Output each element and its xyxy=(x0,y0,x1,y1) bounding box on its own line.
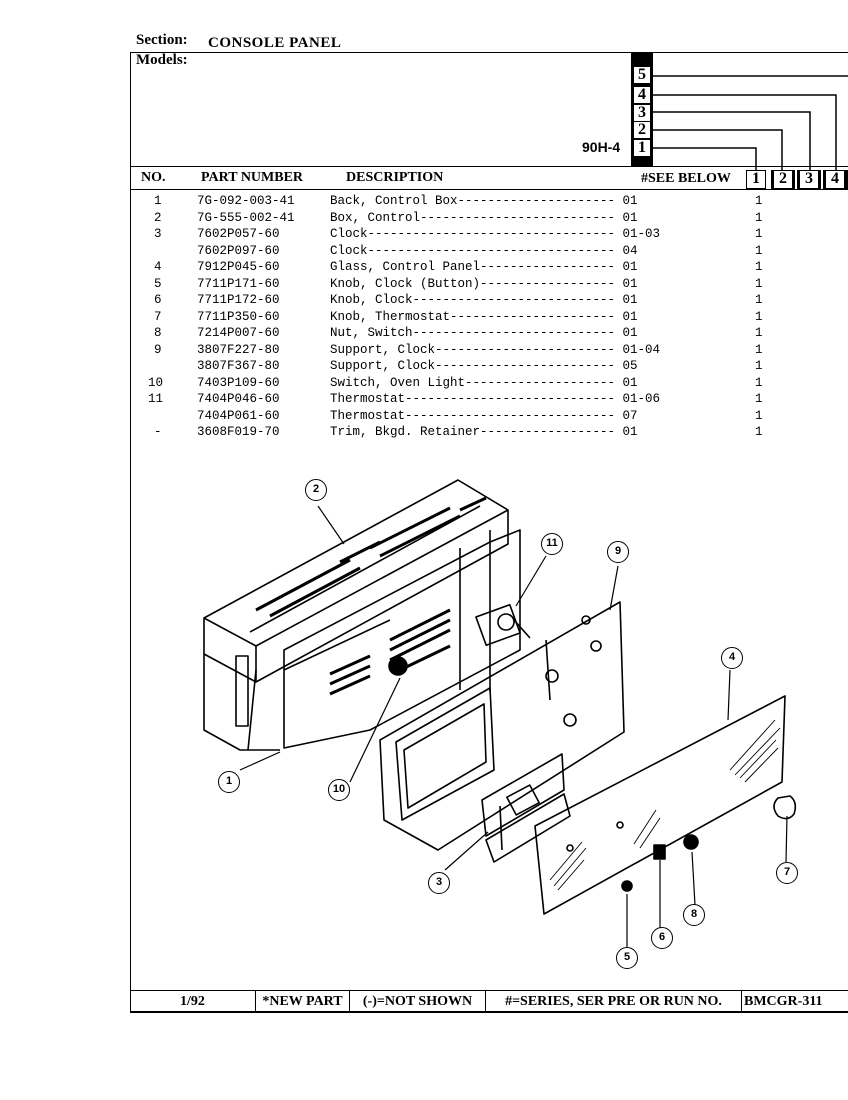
series-box-5: 5 xyxy=(633,66,651,84)
series-box-2: 2 xyxy=(633,121,651,139)
series-box-1: 1 xyxy=(633,139,651,157)
series-box-4: 4 xyxy=(633,86,651,104)
front-frame-drawing xyxy=(379,601,625,851)
exploded-view-diagram xyxy=(203,479,797,950)
callout-2: 2 xyxy=(305,479,327,501)
header-top-rule xyxy=(130,166,848,167)
col-series-1: 1 xyxy=(746,170,766,189)
footer-bottom-rule xyxy=(130,1012,848,1013)
callout-8: 8 xyxy=(683,904,705,926)
col-series-2: 2 xyxy=(773,170,793,189)
back-control-box-drawing xyxy=(283,529,521,749)
knob-clock-drawing xyxy=(653,844,666,860)
footer-divider xyxy=(741,990,742,1012)
footer-not-shown: (-)=NOT SHOWN xyxy=(362,994,473,1009)
series-leader-lines xyxy=(652,75,848,170)
footer-divider xyxy=(485,990,486,1012)
section-label: Section: xyxy=(136,32,188,48)
col-see-below: #SEE BELOW xyxy=(641,171,731,186)
nut-switch-drawing xyxy=(683,834,699,850)
col-no: NO. xyxy=(141,170,166,185)
footer-doc-code: BMCGR-311 xyxy=(744,994,823,1009)
callout-9: 9 xyxy=(607,541,629,563)
section-title: CONSOLE PANEL xyxy=(208,35,342,51)
callout-6: 6 xyxy=(651,927,673,949)
col-series-4: 4 xyxy=(825,170,845,189)
col-series-3: 3 xyxy=(799,170,819,189)
thermostat-drawing xyxy=(475,603,531,647)
footer-new-part: *NEW PART xyxy=(262,994,343,1009)
callout-4: 4 xyxy=(721,647,743,669)
models-label: Models: xyxy=(136,52,188,68)
callout-7: 7 xyxy=(776,862,798,884)
header-bottom-rule xyxy=(130,189,848,190)
knob-clock-button-drawing xyxy=(621,880,633,892)
callout-11: 11 xyxy=(541,533,563,555)
model-name: 90H-4 xyxy=(582,139,621,155)
glass-panel-drawing xyxy=(534,695,786,915)
col-description: DESCRIPTION xyxy=(346,170,444,185)
callout-10: 10 xyxy=(328,779,350,801)
callout-3: 3 xyxy=(428,872,450,894)
callout-1: 1 xyxy=(218,771,240,793)
col-part-number: PART NUMBER xyxy=(201,170,304,185)
control-box-drawing xyxy=(203,479,509,751)
footer-date: 1/92 xyxy=(180,994,205,1009)
series-box-3: 3 xyxy=(633,104,651,122)
footer-series-note: #=SERIES, SER PRE OR RUN NO. xyxy=(505,994,722,1009)
oven-light-switch-drawing xyxy=(388,656,408,676)
thermostat-knob-drawing xyxy=(773,795,797,820)
parts-sheet-frame xyxy=(130,52,848,1012)
footer-divider xyxy=(255,990,256,1012)
callout-5: 5 xyxy=(616,947,638,969)
footer-top-rule xyxy=(130,990,848,991)
clock-drawing xyxy=(481,753,571,863)
footer-divider xyxy=(349,990,350,1012)
